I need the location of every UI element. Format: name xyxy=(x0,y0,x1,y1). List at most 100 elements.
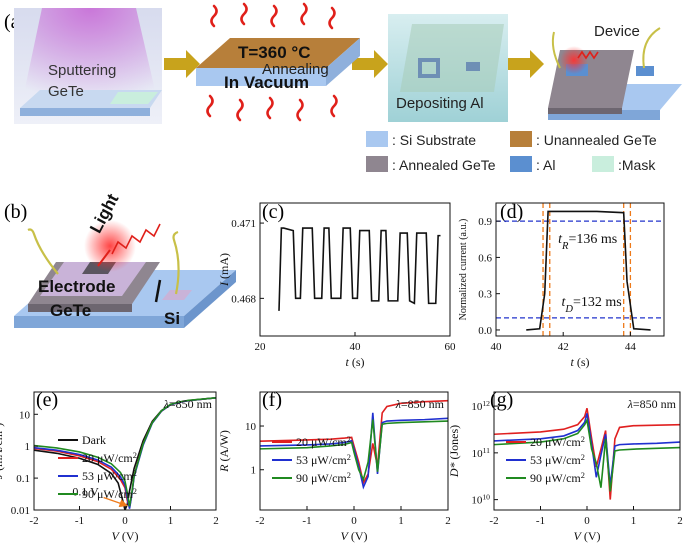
legend-label: 90 μW/cm2 xyxy=(296,471,351,486)
deposit-mask-plate xyxy=(400,24,504,92)
heat-wave-icon xyxy=(210,4,218,28)
x-tick-label: 44 xyxy=(625,341,637,353)
x-tick-label: 1 xyxy=(398,515,404,527)
heat-wave-icon xyxy=(300,2,308,26)
x-axis-label: V (V) xyxy=(340,529,367,543)
x-tick-label: 20 xyxy=(255,341,267,353)
x-tick-label: 0 xyxy=(584,515,590,527)
timing-annotation: tD=132 ms xyxy=(562,295,622,315)
device-electrode-2 xyxy=(636,66,654,76)
legend-label-al: : Al xyxy=(536,157,555,173)
y-axis-label: R (A/W) xyxy=(217,430,231,473)
x-axis-label: t (s) xyxy=(345,355,364,369)
process-arrow-1 xyxy=(164,50,200,78)
schematic-gap xyxy=(154,279,162,303)
x-tick-label: 2 xyxy=(213,515,219,527)
series-line-90 xyxy=(34,396,216,507)
legend-label: 53 μW/cm2 xyxy=(530,453,585,468)
legend-label-si: : Si Substrate xyxy=(392,132,476,148)
device-label: Device xyxy=(594,23,640,40)
y-tick-label: 1012 xyxy=(471,399,490,414)
series-line-90 xyxy=(260,419,448,482)
legend-label: 20 μW/cm2 xyxy=(296,435,351,450)
y-tick-label: 0.471 xyxy=(231,218,256,230)
x-tick-label: 2 xyxy=(445,515,451,527)
legend-swatch-annealed xyxy=(366,156,388,172)
step-device: Device xyxy=(548,23,682,120)
gete-label: GeTe xyxy=(50,301,91,320)
heat-wave-icon xyxy=(330,94,338,118)
legend-label: 53 μW/cm2 xyxy=(82,469,137,484)
wavelength-label: λ=850 nm xyxy=(395,397,445,411)
legend-label: 90 μW/cm2 xyxy=(530,471,585,486)
plasma-cone xyxy=(20,8,160,112)
anneal-temperature: T=360 °C xyxy=(238,43,310,62)
schematic-gete-side xyxy=(28,304,132,312)
heat-wave-icon xyxy=(296,98,304,122)
x-tick-label: 2 xyxy=(677,515,683,527)
series-line-53 xyxy=(260,412,448,490)
x-tick-label: 0 xyxy=(351,515,357,527)
x-axis-label: V (V) xyxy=(573,529,600,543)
panel-label-b: (b) xyxy=(4,201,27,223)
series-line-53 xyxy=(494,413,680,486)
x-tick-label: -2 xyxy=(255,515,264,527)
schematic-si-contact xyxy=(162,290,192,300)
legend-label: 20 μW/cm2 xyxy=(82,451,137,466)
legend-label: 90 μW/cm2 xyxy=(82,487,137,502)
plot-frame xyxy=(259,202,451,337)
y-axis-label: I (mA) xyxy=(217,253,231,287)
x-tick-label: 1 xyxy=(168,515,174,527)
panel-label-e: (e) xyxy=(36,389,58,411)
heat-wave-icon xyxy=(206,94,214,118)
legend-label: Dark xyxy=(82,433,106,447)
electrode-label: Electrode xyxy=(38,277,115,296)
schematic-light-glow xyxy=(84,220,136,272)
device-light-spot xyxy=(560,46,588,74)
bias-arrow-icon xyxy=(103,496,128,508)
light-arrow-icon xyxy=(97,249,111,267)
unannealed-gete-layer xyxy=(196,38,360,68)
material-legend: : Si Substrate : Unannealed GeTe : Annea… xyxy=(366,131,657,173)
x-tick-label: 60 xyxy=(445,341,457,353)
panel-label-d: (d) xyxy=(500,201,523,223)
y-tick-label: 0.468 xyxy=(231,293,256,305)
schematic-wire-1 xyxy=(27,228,59,275)
panel-a: (a) Sputtering GeTe T=360 °C Annealing I… xyxy=(4,2,682,173)
x-axis-label: t (s) xyxy=(570,355,589,369)
schematic-substrate-side xyxy=(14,316,184,328)
y-tick-label: 0.3 xyxy=(478,289,492,301)
series-line-90 xyxy=(494,417,680,492)
heat-wave-icon xyxy=(270,4,278,28)
depositing-label: Depositing Al xyxy=(396,95,484,112)
legend-label: 20 μW/cm2 xyxy=(530,435,585,450)
heat-waves xyxy=(206,2,338,122)
timing-annotation: tR=136 ms xyxy=(558,232,617,252)
x-tick-label: 42 xyxy=(558,341,569,353)
plot-frame xyxy=(495,202,665,337)
anneal-label: Annealing xyxy=(262,61,329,78)
sputter-mask xyxy=(110,92,158,104)
step-annealing: T=360 °C Annealing In Vacuum xyxy=(196,2,360,122)
x-tick-label: 40 xyxy=(491,341,503,353)
y-tick-label: 0.1 xyxy=(16,473,30,485)
y-tick-label: 0.6 xyxy=(478,252,492,264)
x-tick-label: 1 xyxy=(631,515,637,527)
y-tick-label: 0.0 xyxy=(478,325,492,337)
device-probe-wire-1 xyxy=(551,31,561,69)
deposit-electrode-frame xyxy=(418,58,440,78)
x-tick-label: -1 xyxy=(302,515,311,527)
panel-b: (b) Light Electrode GeTe Si xyxy=(4,190,236,328)
legend-label-mask: :Mask xyxy=(618,157,656,173)
anneal-substrate-end xyxy=(326,38,360,86)
x-tick-label: -2 xyxy=(489,515,498,527)
heat-wave-icon xyxy=(236,98,244,122)
sputtering-label-2: GeTe xyxy=(48,83,84,100)
sputter-substrate-side xyxy=(20,108,150,116)
